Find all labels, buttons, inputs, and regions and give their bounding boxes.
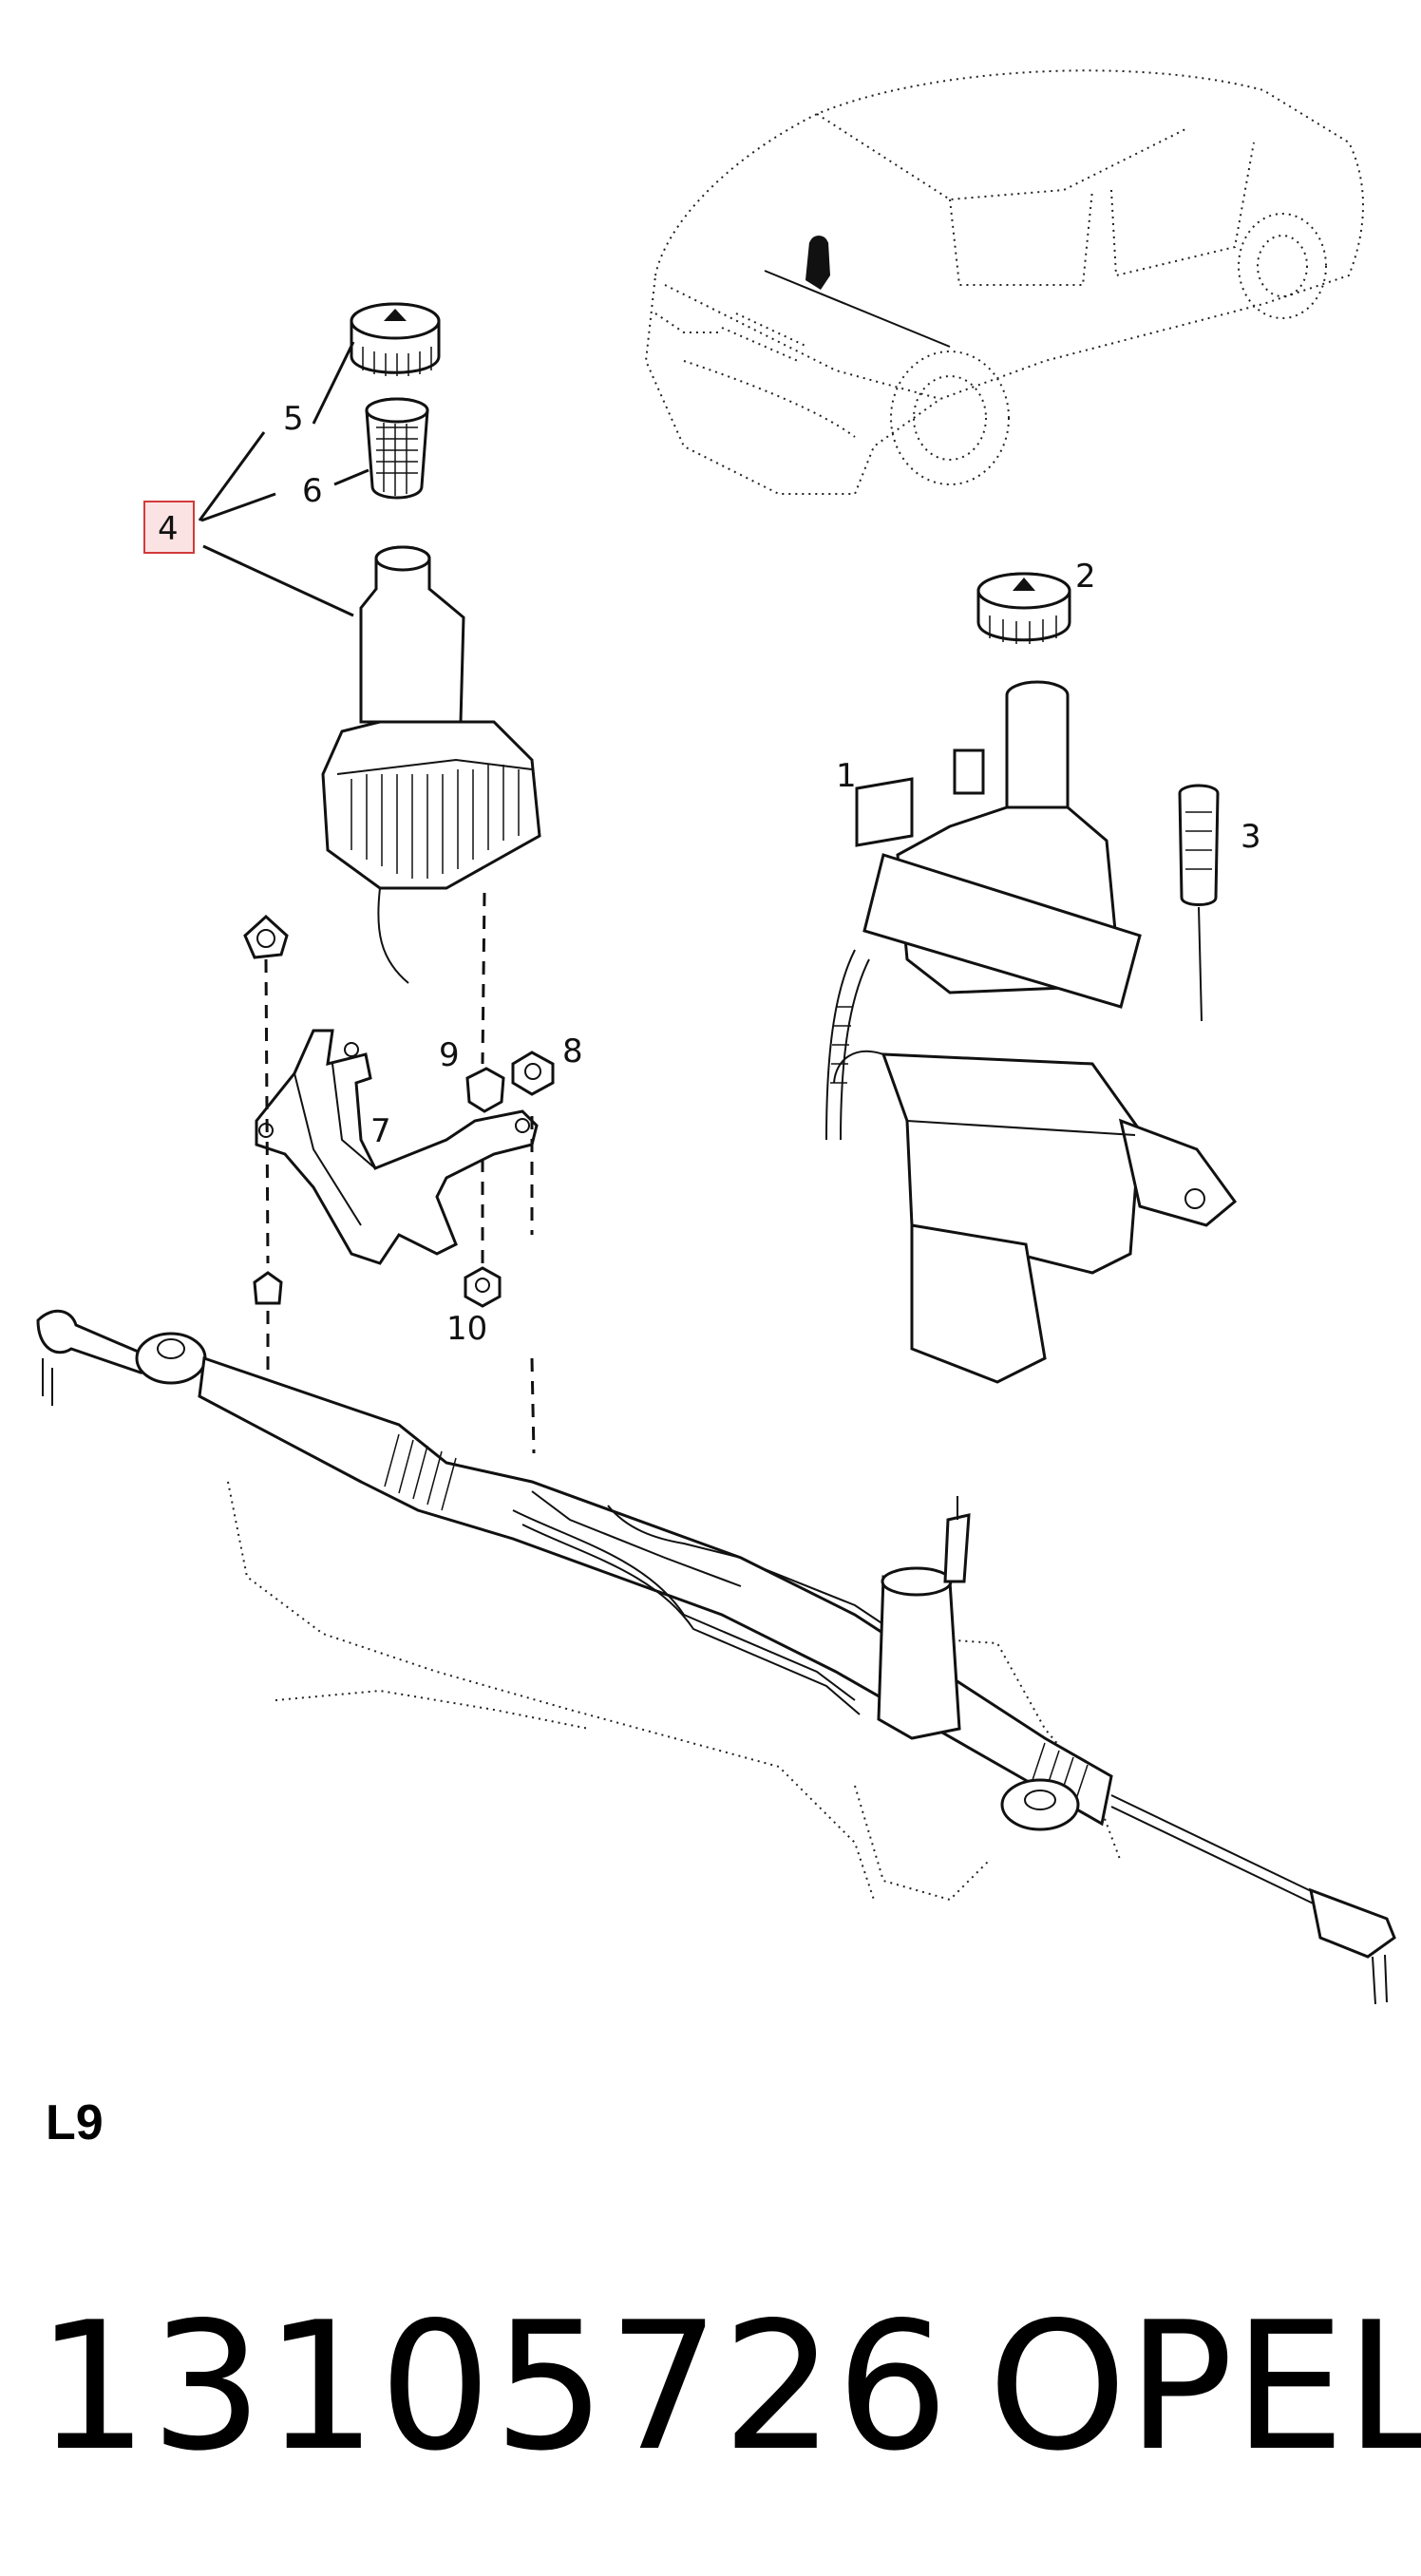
filter-6 [365, 397, 429, 500]
part-number: 13105726 [36, 2283, 951, 2490]
brand-name: OPEL [988, 2283, 1421, 2490]
callout-3: 3 [1241, 818, 1261, 856]
callout-10: 10 [446, 1310, 487, 1348]
callout-8: 8 [562, 1032, 583, 1070]
callout-9: 9 [439, 1036, 460, 1074]
steering-rack [36, 1310, 1396, 2005]
vehicle-outline [644, 69, 1364, 495]
nut-10 [464, 1266, 502, 1308]
callout-5: 5 [283, 400, 304, 438]
bracket-7 [255, 1029, 539, 1265]
grommet-top [243, 914, 289, 959]
callout-6: 6 [302, 472, 323, 510]
reservoir-1 [825, 680, 1238, 1384]
callout-7: 7 [370, 1112, 391, 1150]
callout-2: 2 [1075, 558, 1096, 596]
diagram-id: L9 [46, 2095, 104, 2150]
callout-1: 1 [836, 757, 857, 795]
leader-lines [198, 341, 369, 617]
cap-2 [976, 572, 1071, 644]
callout-labels: 4 5 6 2 1 3 9 8 7 10 [143, 400, 1261, 1348]
assembly-lines [264, 892, 536, 1454]
callout-4: 4 [158, 510, 179, 548]
nut-9 [465, 1067, 505, 1113]
highlight-box [143, 501, 195, 554]
nut-8 [511, 1051, 555, 1096]
stud-lower [253, 1271, 283, 1305]
reservoir-4 [321, 545, 541, 984]
dipstick-3 [1178, 784, 1220, 1022]
cap-5 [350, 302, 441, 376]
